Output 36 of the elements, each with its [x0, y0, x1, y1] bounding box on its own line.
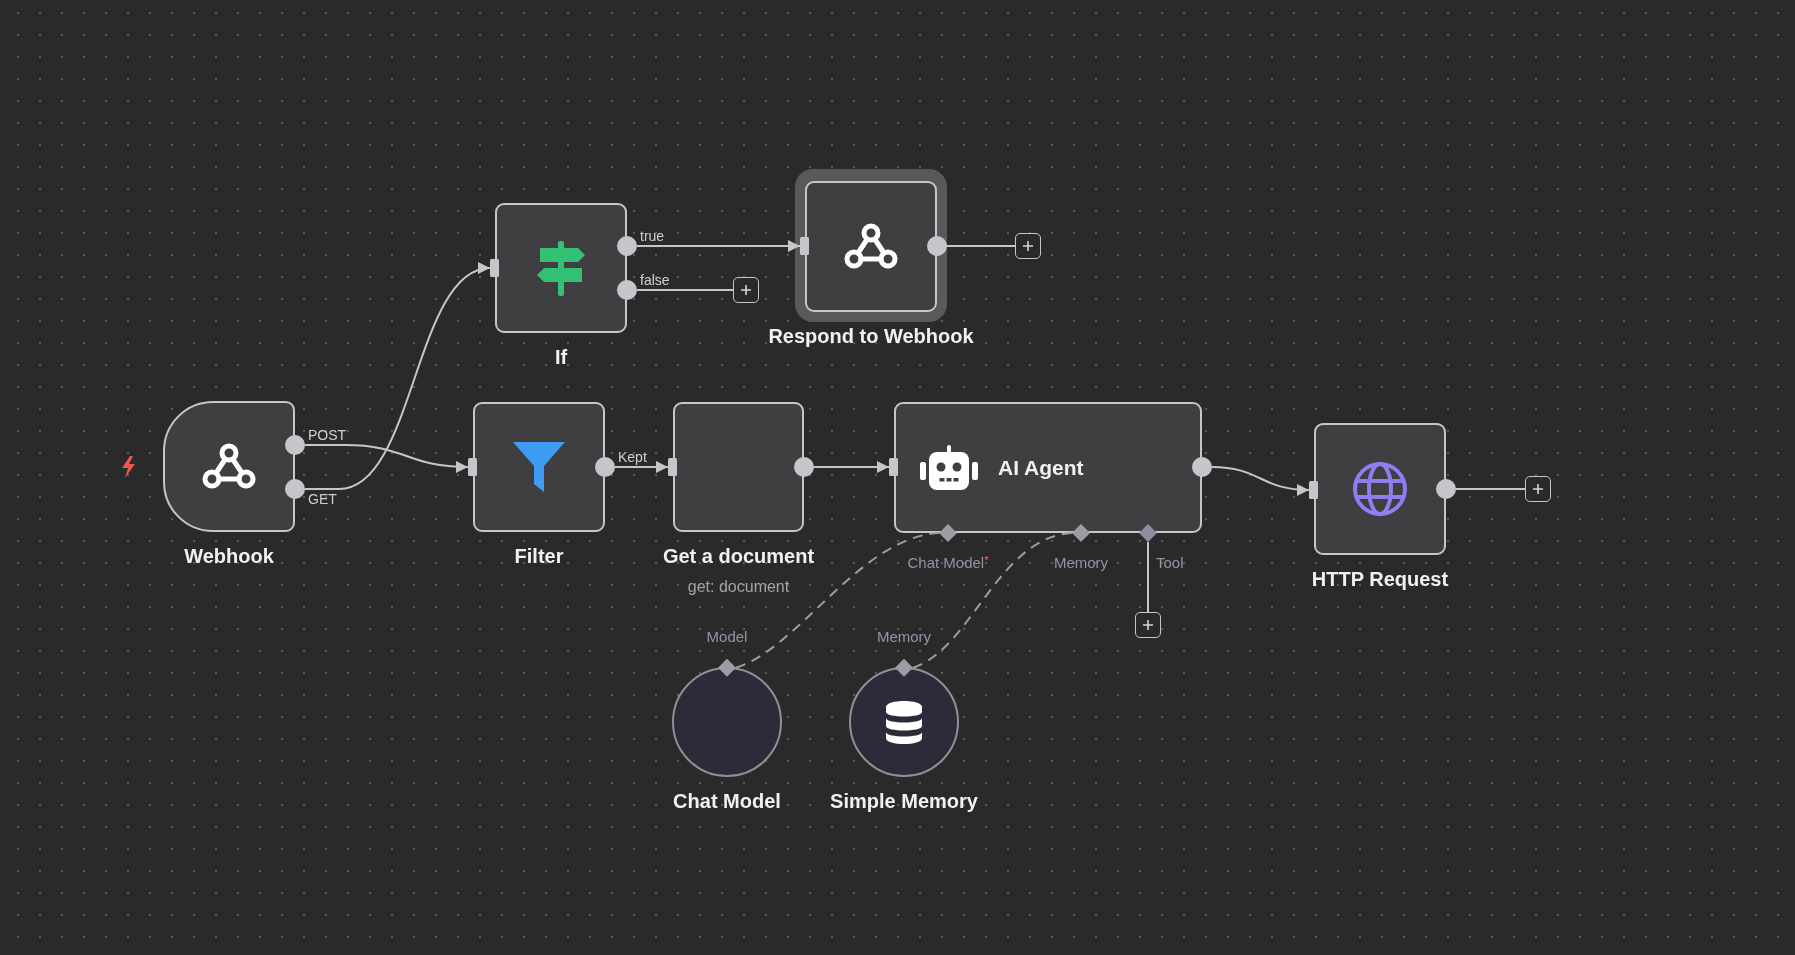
add-button [733, 277, 759, 303]
add-button [1015, 233, 1041, 259]
node-title: AI Agent [998, 454, 1084, 481]
arrow [304, 265, 491, 490]
edge-label: false [640, 272, 670, 288]
arrow [813, 461, 890, 473]
node-title: Get a document [662, 544, 815, 568]
connector-line [1436, 479, 1526, 499]
node-title: Webhook [184, 544, 274, 568]
connector-line [1147, 541, 1149, 613]
node-subtitle: get: document [687, 577, 790, 597]
connector-line [617, 280, 734, 300]
arrow [614, 461, 669, 473]
arrow [304, 444, 469, 473]
node-title: Simple Memory [830, 789, 978, 813]
node-title: Chat Model [673, 789, 781, 813]
edge-label: true [640, 228, 665, 244]
edge-label: POST [308, 427, 347, 443]
port-label: Memory [876, 628, 932, 646]
add-button [1135, 612, 1161, 638]
dashed-connector [718, 524, 957, 677]
edge-label: GET [308, 491, 337, 507]
node-title: HTTP Request [1311, 567, 1449, 591]
port-label: Memory [1053, 554, 1109, 572]
edge-label: Kept [618, 449, 647, 465]
arrow [636, 240, 801, 252]
port-label: Model [706, 628, 748, 646]
port-label: Chat Model$^{*}$ [907, 554, 989, 572]
connector-line [927, 236, 1016, 256]
dashed-connector [895, 524, 1090, 677]
add-button [1525, 476, 1551, 502]
node-title: Respond to Webhook [768, 324, 974, 348]
arrow [1211, 466, 1310, 496]
port-label: Tool [1156, 554, 1184, 572]
node-title: Filter [514, 544, 564, 568]
node-title: If [554, 345, 568, 369]
